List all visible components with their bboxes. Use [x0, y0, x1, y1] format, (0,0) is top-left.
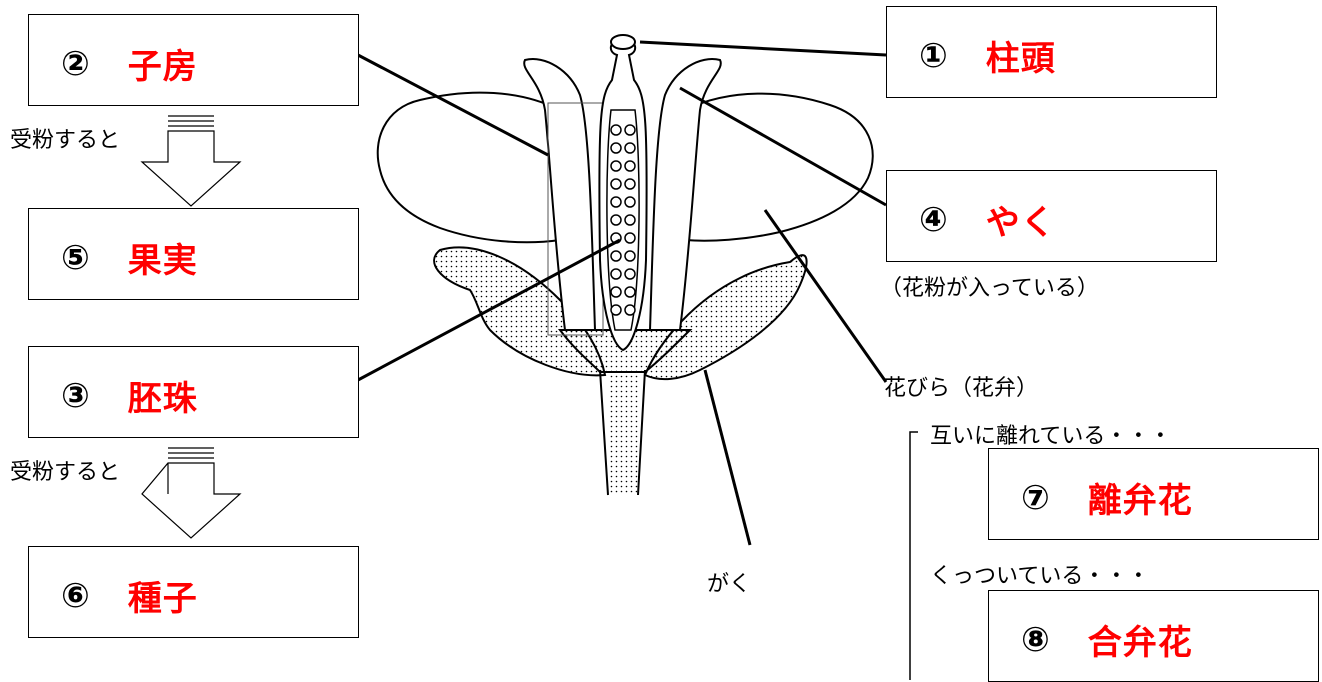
petal-label: 花びら（花弁） — [884, 370, 1038, 402]
sympetalous-answer: 合弁花 — [1088, 615, 1193, 664]
polypetalous-answer: 離弁花 — [1088, 473, 1193, 522]
ovule-box: ③ 胚珠 — [28, 346, 359, 438]
fruit-number: ⑤ — [61, 238, 90, 278]
leader-line-stigma — [640, 42, 886, 55]
joined-petals-label: くっついている・・・ — [930, 558, 1149, 590]
leader-line-sepal — [705, 370, 750, 545]
ovule-number: ③ — [61, 376, 90, 416]
stigma-box: ① 柱頭 — [886, 6, 1217, 98]
ovule-answer: 胚珠 — [128, 371, 198, 420]
fruit-answer: 果実 — [128, 233, 198, 282]
sepal-label: がく — [707, 566, 751, 598]
anther-box: ④ やく — [886, 170, 1217, 262]
petal-type-bracket — [910, 432, 918, 680]
seed-number: ⑥ — [61, 576, 90, 616]
separate-petals-label: 互いに離れている・・・ — [930, 418, 1171, 450]
fruit-box: ⑤ 果実 — [28, 208, 359, 300]
anther-answer: やく — [986, 195, 1056, 244]
seed-box: ⑥ 種子 — [28, 546, 359, 638]
pollination-arrow-2 — [142, 448, 240, 538]
anther-number: ④ — [919, 200, 948, 240]
pollination-label-1: 受粉すると — [10, 122, 120, 154]
stigma-number: ① — [919, 36, 948, 76]
ovary-number: ② — [61, 44, 90, 84]
seed-answer: 種子 — [128, 571, 198, 620]
pollination-arrow-1 — [142, 116, 240, 206]
pollination-label-2: 受粉すると — [10, 454, 120, 486]
polypetalous-box: ⑦ 離弁花 — [988, 448, 1319, 540]
sympetalous-box: ⑧ 合弁花 — [988, 590, 1319, 682]
flower-stem — [600, 370, 645, 495]
pistil-shape — [599, 35, 646, 350]
stigma-answer: 柱頭 — [986, 31, 1056, 80]
sympetalous-number: ⑧ — [1021, 620, 1050, 660]
ovary-answer: 子房 — [128, 39, 198, 88]
polypetalous-number: ⑦ — [1021, 478, 1050, 518]
ovary-box: ② 子房 — [28, 14, 359, 106]
anther-note: （花粉が入っている） — [880, 270, 1099, 302]
